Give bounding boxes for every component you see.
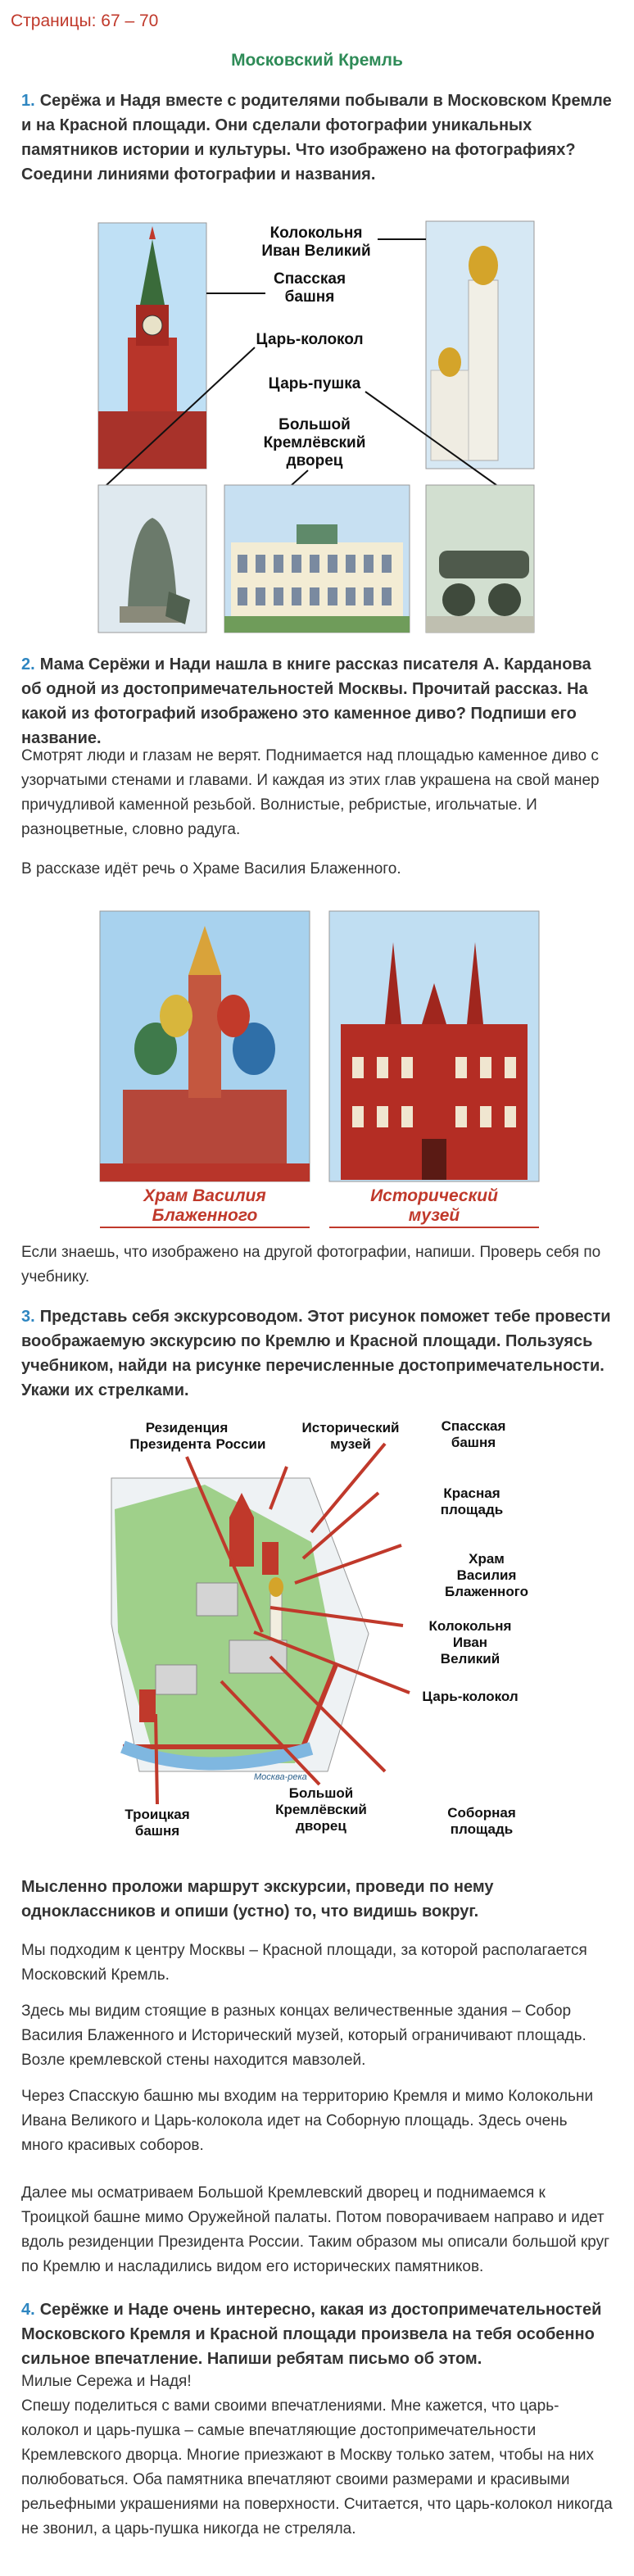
- route-p4: Далее мы осматриваем Большой Кремлевский…: [21, 2184, 610, 2275]
- route-task: Мысленно проложи маршрут экскурсии, пров…: [21, 1878, 494, 1921]
- label-tsar-cannon: Царь-пушка: [269, 375, 361, 392]
- task-1: 1.Серёжа и Надя вместе с родителями побы…: [21, 88, 613, 187]
- map-label-residence-1: Резиденция: [146, 1420, 229, 1435]
- label-bell-tower-2: Иван Великий: [261, 243, 370, 260]
- after-text: Если знаешь, что изображено на другой фо…: [21, 1244, 601, 1286]
- label-palace-3: дворец: [287, 452, 343, 469]
- map-label-cathedral-2: площадь: [451, 1821, 513, 1837]
- task-3-text: Представь себя экскурсоводом. Этот рисун…: [21, 1308, 611, 1399]
- task-2-number: 2.: [21, 655, 35, 673]
- map-label-basil-3: Блаженного: [445, 1584, 528, 1599]
- map-label-museum-1: Исторический: [302, 1420, 400, 1435]
- page-title: Московский Кремль: [231, 51, 403, 70]
- caption-basil-1: Храм Василия: [143, 1186, 266, 1205]
- map-label-palace-3: дворец: [296, 1818, 346, 1834]
- arrows: [154, 1442, 410, 1805]
- task-4: 4.Серёжке и Наде очень интересно, какая …: [21, 2297, 613, 2371]
- bell-tower-photo: [425, 220, 535, 469]
- map-label-basil-1: Храм: [469, 1551, 505, 1567]
- map-label-cathedral-1: Соборная: [447, 1805, 516, 1821]
- task-1-number: 1.: [21, 92, 35, 110]
- caption-museum-2: музей: [409, 1206, 460, 1225]
- map-label-museum-2: музей: [330, 1436, 371, 1452]
- basil-cathedral-photo: [99, 910, 310, 1182]
- map-label-spasskaya-2: башня: [451, 1435, 496, 1450]
- map-label-basil-2: Василия: [457, 1567, 517, 1583]
- spasskaya-tower-photo: [97, 222, 207, 469]
- letter-greeting: Милые Сережа и Надя!: [21, 2373, 192, 2390]
- tsar-bell-photo: [97, 484, 207, 633]
- label-spasskaya-2: башня: [285, 288, 335, 306]
- story-text: Смотрят люди и глазам не верят. Поднимае…: [21, 747, 600, 838]
- task-4-number: 4.: [21, 2301, 35, 2319]
- map-label-red-square-2: площадь: [441, 1502, 503, 1517]
- task-1-text: Серёжа и Надя вместе с родителями побыва…: [21, 92, 612, 184]
- tsar-cannon-photo: [425, 484, 535, 633]
- label-tsar-bell: Царь-колокол: [256, 331, 363, 348]
- caption-basil-2: Блаженного: [152, 1206, 258, 1225]
- map-label-troitskaya-1: Троицкая: [125, 1807, 189, 1822]
- task-2: 2.Мама Серёжи и Нади нашла в книге расск…: [21, 652, 613, 751]
- task-1-figure: Колокольня Иван Великий Спасская башня Ц…: [95, 215, 539, 637]
- map-label-spasskaya-1: Спасская: [442, 1419, 506, 1434]
- photo-collage: Колокольня Иван Великий Спасская башня Ц…: [97, 220, 535, 633]
- caption-museum-1: Исторический: [370, 1186, 498, 1205]
- answer-text: В рассказе идёт речь о Храме Василия Бла…: [21, 860, 401, 878]
- label-spasskaya-1: Спасская: [274, 270, 346, 288]
- route-p3: Через Спасскую башню мы входим на террит…: [21, 2088, 594, 2154]
- task-3-number: 3.: [21, 1308, 35, 1326]
- task-2-text: Мама Серёжи и Нади нашла в книге рассказ…: [21, 655, 591, 747]
- historical-museum-photo: [328, 910, 540, 1182]
- connecting-lines: [106, 238, 497, 486]
- label-palace-1: Большой: [279, 416, 351, 433]
- two-photos: Храм Василия Блаженного Исторический муз…: [99, 910, 540, 1228]
- palace-photo: [224, 484, 410, 633]
- task-3: 3.Представь себя экскурсоводом. Этот рис…: [21, 1304, 613, 1403]
- map-label-palace-1: Большой: [289, 1785, 353, 1801]
- map-label-bell-tower-1: Колокольня: [429, 1618, 512, 1634]
- task-2-figure: Храм Василия Блаженного Исторический муз…: [98, 909, 541, 1231]
- task-3-figure: Москва-река: [106, 1419, 541, 1853]
- map-label-bell-tower-3: Великий: [441, 1651, 500, 1667]
- kremlin-map: Москва-река: [111, 1419, 528, 1839]
- map-label-troitskaya-2: башня: [135, 1823, 179, 1839]
- letter-body: Спешу поделиться с вами своими впечатлен…: [21, 2397, 613, 2537]
- pages-range: Страницы: 67 – 70: [11, 11, 159, 30]
- map-label-tsar-bell: Царь-колокол: [422, 1689, 518, 1704]
- map-label-palace-2: Кремлёвский: [275, 1802, 367, 1817]
- map-label-residence-2: Президента: [129, 1436, 211, 1452]
- route-p1: Мы подходим к центру Москвы – Красной пл…: [21, 1942, 587, 1984]
- map-label-residence-3: России: [216, 1436, 266, 1452]
- map-label-bell-tower-2: Иван: [453, 1635, 487, 1650]
- map-label-red-square-1: Красная: [443, 1485, 500, 1501]
- task-4-text: Серёжке и Наде очень интересно, какая из…: [21, 2301, 602, 2368]
- river-label: Москва-река: [254, 1772, 307, 1782]
- label-palace-2: Кремлёвский: [264, 434, 366, 451]
- label-bell-tower-1: Колокольня: [270, 224, 363, 242]
- route-p2: Здесь мы видим стоящие в разных концах в…: [21, 2002, 586, 2069]
